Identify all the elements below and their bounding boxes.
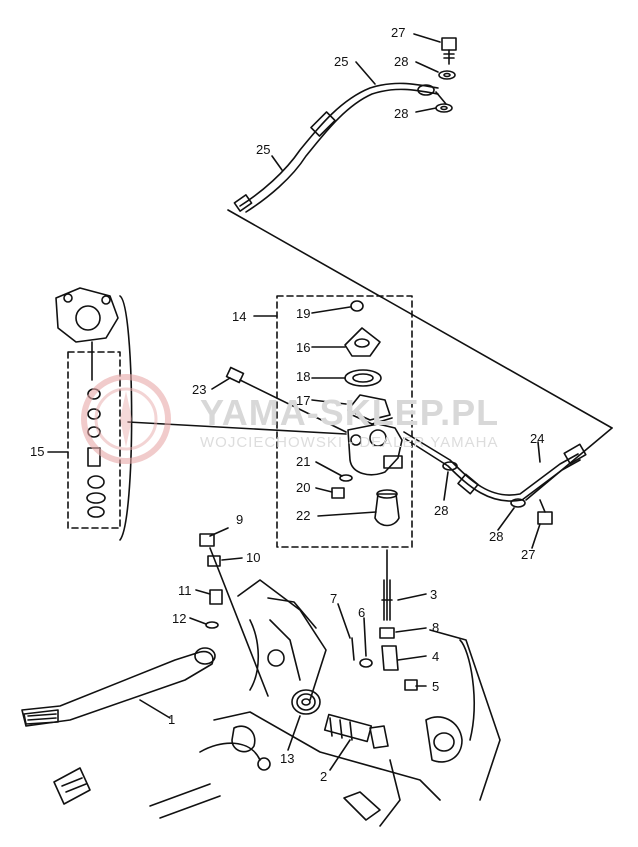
reservoir-cap-17	[347, 394, 393, 425]
callout-27-top: 27	[391, 25, 406, 40]
callout-4: 4	[432, 649, 440, 664]
callout-25-lower: 25	[256, 142, 271, 157]
callout-1: 1	[168, 712, 176, 727]
diaphragm-18	[344, 369, 382, 387]
master-cylinder-box-14	[276, 295, 413, 548]
callout-24: 24	[530, 431, 545, 446]
brake-hose-25	[233, 82, 439, 213]
callout-7: 7	[330, 591, 338, 606]
cap-plate-16	[344, 327, 381, 357]
frame-section	[149, 579, 501, 827]
nut-10	[207, 555, 221, 567]
return-spring-13	[291, 689, 321, 715]
washer-28-top	[438, 70, 456, 80]
callout-17: 17	[296, 393, 311, 408]
clevis-4	[381, 645, 399, 671]
callout-8: 8	[432, 620, 440, 635]
callout-19: 19	[296, 306, 311, 321]
bolt-20	[331, 487, 345, 499]
callout-10: 10	[246, 550, 261, 565]
callout-9: 9	[236, 512, 244, 527]
banjo-bolt-27-top	[441, 37, 457, 65]
watermark-subtitle: WOJCIECHOWSKI - DEALER YAMAHA	[200, 434, 499, 451]
callout-21: 21	[296, 454, 311, 469]
callout-28-mid: 28	[434, 503, 449, 518]
pushrod-3	[381, 549, 393, 621]
callout-28-lower: 28	[489, 529, 504, 544]
brake-pedal-1	[21, 647, 216, 727]
pivot-shaft-2	[323, 713, 389, 749]
callout-12: 12	[172, 611, 187, 626]
banjo-bolt-27-lower	[537, 499, 553, 525]
washer-6	[359, 658, 373, 668]
pin-5	[404, 679, 418, 691]
callout-2: 2	[320, 769, 328, 784]
callout-11: 11	[178, 583, 192, 598]
callout-5: 5	[432, 679, 440, 694]
washer-28-lower	[510, 498, 526, 508]
caliper-group-15	[55, 287, 133, 541]
callout-14: 14	[232, 309, 247, 324]
washer-21	[339, 474, 353, 482]
callout-25-top: 25	[334, 54, 349, 69]
cap-19	[350, 300, 364, 312]
callout-23: 23	[192, 382, 207, 397]
master-cylinder-body	[347, 423, 403, 476]
callout-27-lower: 27	[521, 547, 536, 562]
callout-15: 15	[30, 444, 45, 459]
callout-28-upper: 28	[394, 106, 409, 121]
callout-18: 18	[296, 369, 311, 384]
callout-28-top: 28	[394, 54, 409, 69]
washer-28-mid	[442, 461, 458, 471]
cotter-pin-7	[351, 637, 355, 661]
bolt-11	[209, 589, 223, 605]
callout-6: 6	[358, 605, 366, 620]
yamaha-logo-watermark	[81, 374, 171, 464]
callout-20: 20	[296, 480, 311, 495]
footrest-part	[53, 767, 91, 805]
boot-22	[374, 489, 400, 527]
callout-13: 13	[280, 751, 295, 766]
washer-28-top-2	[435, 103, 453, 113]
callout-22: 22	[296, 508, 311, 523]
washer-12	[205, 621, 219, 629]
callout-3: 3	[430, 587, 438, 602]
bolt-23	[225, 366, 347, 433]
watermark-title: YAMA-SKLEP.PL	[200, 392, 500, 433]
bolt-9	[199, 533, 215, 547]
nut-8	[379, 627, 395, 639]
callout-16: 16	[296, 340, 311, 355]
